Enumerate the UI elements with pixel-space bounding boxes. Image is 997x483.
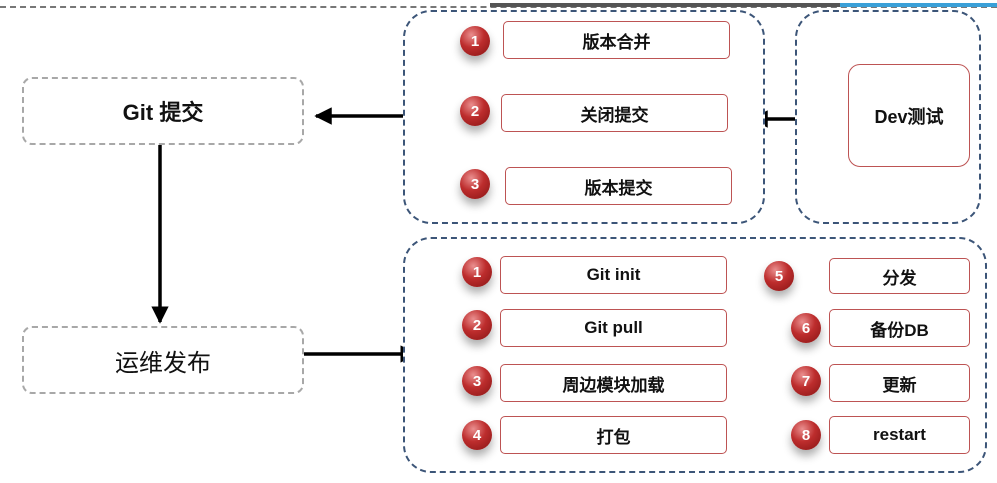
step-badge: 3 bbox=[462, 366, 492, 396]
step-update: 更新 bbox=[829, 364, 970, 402]
step-git-pull: Git pull bbox=[500, 309, 727, 347]
top-dashed-separator bbox=[0, 6, 997, 8]
step-version-merge: 版本合并 bbox=[503, 21, 730, 59]
step-badge: 2 bbox=[462, 310, 492, 340]
stage-ops-release: 运维发布 bbox=[22, 326, 304, 394]
step-restart-label: restart bbox=[873, 425, 926, 444]
step-close-commit: 关闭提交 bbox=[501, 94, 728, 132]
dev-test-label: Dev测试 bbox=[874, 106, 944, 127]
top-bar-blue bbox=[840, 3, 997, 7]
step-restart: restart bbox=[829, 416, 970, 454]
step-badge: 3 bbox=[460, 169, 490, 199]
step-badge: 1 bbox=[460, 26, 490, 56]
step-badge: 7 bbox=[791, 366, 821, 396]
stage-git-commit-label: Git 提交 bbox=[122, 100, 204, 125]
step-distribute-label: 分发 bbox=[882, 268, 917, 288]
step-package: 打包 bbox=[500, 416, 727, 454]
step-version-merge-label: 版本合并 bbox=[582, 32, 651, 52]
step-badge: 1 bbox=[462, 257, 492, 287]
step-badge: 6 bbox=[791, 313, 821, 343]
dev-test-box: Dev测试 bbox=[848, 64, 970, 167]
step-badge: 4 bbox=[462, 420, 492, 450]
step-backup-db: 备份DB bbox=[829, 309, 970, 347]
step-close-commit-label: 关闭提交 bbox=[580, 105, 649, 125]
step-update-label: 更新 bbox=[882, 375, 917, 395]
step-distribute: 分发 bbox=[829, 258, 970, 294]
step-package-label: 打包 bbox=[596, 427, 631, 447]
stage-git-commit: Git 提交 bbox=[22, 77, 304, 145]
step-badge: 8 bbox=[791, 420, 821, 450]
step-badge: 5 bbox=[764, 261, 794, 291]
step-git-init: Git init bbox=[500, 256, 727, 294]
step-git-init-label: Git init bbox=[586, 265, 641, 284]
step-load-modules: 周边模块加载 bbox=[500, 364, 727, 402]
step-load-modules-label: 周边模块加载 bbox=[562, 375, 665, 395]
top-bar-dark bbox=[490, 3, 840, 7]
step-badge: 2 bbox=[460, 96, 490, 126]
step-version-commit-label: 版本提交 bbox=[584, 178, 653, 198]
stage-ops-release-label: 运维发布 bbox=[115, 349, 211, 377]
step-git-pull-label: Git pull bbox=[584, 318, 643, 337]
step-version-commit: 版本提交 bbox=[505, 167, 732, 205]
step-backup-db-label: 备份DB bbox=[870, 320, 929, 340]
